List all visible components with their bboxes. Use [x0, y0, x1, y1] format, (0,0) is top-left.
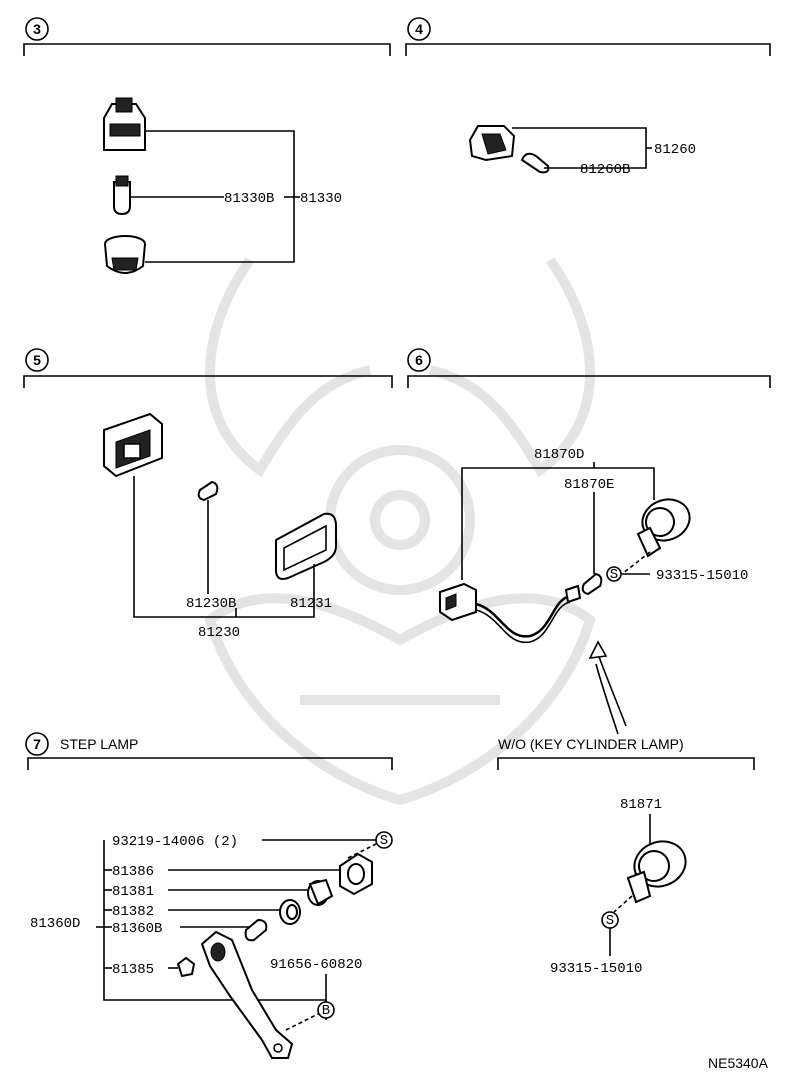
bulb-81230B — [197, 480, 219, 502]
lens-81231 — [275, 512, 337, 580]
svg-text:S: S — [380, 833, 388, 849]
key-cylinder-title: W/O (KEY CYLINDER LAMP) — [498, 736, 684, 752]
svg-text:S: S — [606, 913, 614, 929]
detail-arrow — [597, 653, 627, 727]
bulb-socket-81260 — [468, 125, 516, 162]
bulb-81360B — [244, 918, 268, 942]
section-6-bracket — [407, 375, 771, 388]
section-5-bracket — [23, 375, 393, 388]
section-4-marker — [407, 17, 431, 41]
label-81360D: 81360D — [30, 916, 80, 932]
label-81870D: 81870D — [534, 447, 584, 463]
section-5-marker — [25, 348, 49, 372]
ring-lamp-81870D — [636, 498, 691, 558]
bulb-81870E — [581, 572, 603, 596]
screw-symbol — [606, 566, 622, 582]
bulb-socket-81330 — [103, 97, 146, 151]
section-7-bracket — [27, 757, 393, 770]
section-7: 7 STEP LAMP 81360D 93219-14006 (2) S 813… — [25, 732, 393, 1059]
label-81330: 81330 — [300, 191, 342, 207]
label-81230B: 81230B — [186, 596, 236, 612]
section-3: 3 81330B 81330 — [23, 17, 391, 274]
section-7-marker — [25, 732, 49, 756]
label-91656-60820: 91656-60820 — [270, 957, 362, 973]
label-81386: 81386 — [112, 864, 154, 880]
bolt-symbol-91656 — [317, 1001, 335, 1019]
leader-81870D — [461, 462, 655, 580]
section-3-bracket — [23, 43, 391, 56]
label-81360B: 81360B — [112, 921, 162, 937]
gasket-81382 — [279, 899, 301, 925]
section-3-marker — [25, 17, 49, 41]
section-4-bracket — [405, 43, 771, 56]
section-6-number: 6 — [415, 352, 423, 368]
label-81871: 81871 — [620, 797, 662, 813]
diagram-code: NE5340A — [708, 1055, 769, 1071]
screw-symbol-93219 — [375, 831, 393, 849]
lamp-housing-81230 — [103, 412, 163, 478]
label-93219-14006: 93219-14006 (2) — [112, 834, 238, 850]
socket-81381 — [307, 878, 334, 906]
label-93315-15010-wo: 93315-15010 — [550, 961, 642, 977]
label-81260: 81260 — [654, 142, 696, 158]
svg-text:S: S — [610, 567, 618, 583]
section-4: 4 81260B 81260 — [405, 17, 771, 178]
bulb-81260B — [520, 152, 550, 174]
ring-lamp-81871 — [626, 840, 687, 904]
section-5-number: 5 — [33, 352, 41, 368]
label-81381: 81381 — [112, 884, 154, 900]
section-4-number: 4 — [415, 21, 423, 37]
label-81230: 81230 — [198, 625, 240, 641]
section-6-marker — [407, 348, 431, 372]
label-81330B: 81330B — [224, 191, 274, 207]
connector-harness — [439, 582, 582, 643]
section-5: 5 81230B 81231 81230 — [23, 348, 393, 641]
label-81385: 81385 — [112, 962, 154, 978]
label-81260B: 81260B — [580, 162, 630, 178]
label-81231: 81231 — [290, 596, 332, 612]
section-3-number: 3 — [33, 21, 41, 37]
bracket-plate — [200, 930, 294, 1059]
leader-81230 — [133, 476, 315, 618]
lens-81386 — [339, 852, 373, 896]
section-7-number: 7 — [33, 736, 41, 752]
section-6: 6 81870D 81870E S 93315-15010 — [407, 348, 771, 735]
key-cylinder-bracket — [497, 757, 755, 770]
bulb-81330B — [113, 175, 131, 216]
label-81870E: 81870E — [564, 477, 614, 493]
watermark-emblem — [204, 257, 596, 806]
svg-text:B: B — [322, 1003, 330, 1019]
label-93315-15010-s6: 93315-15010 — [656, 568, 748, 584]
section-7-title: STEP LAMP — [60, 736, 138, 752]
lens-81330 — [104, 235, 146, 274]
section-key-cylinder-lamp: W/O (KEY CYLINDER LAMP) 81871 S 93315-15… — [497, 736, 755, 977]
grommet-81385 — [176, 956, 196, 978]
label-81382: 81382 — [112, 904, 154, 920]
